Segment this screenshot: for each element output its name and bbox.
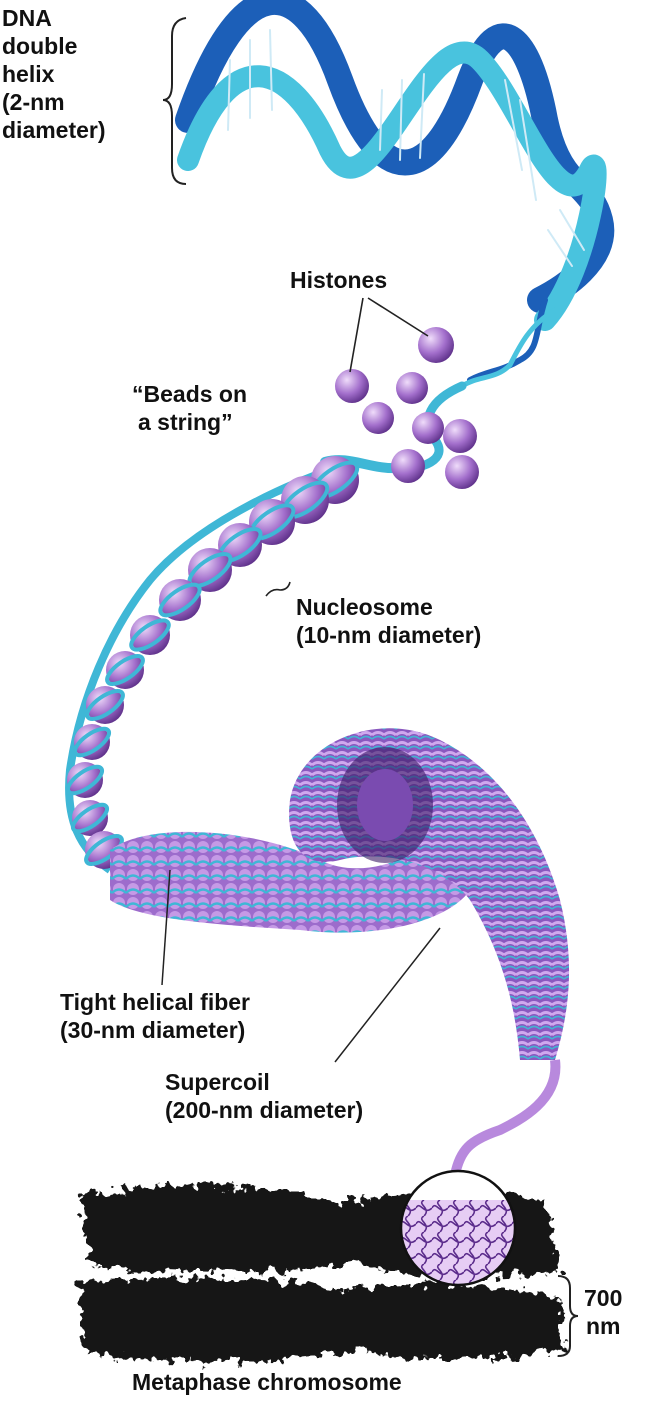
dna-label-line: (2-nm bbox=[2, 88, 106, 116]
fiber-label-line: Tight helical fiber bbox=[60, 988, 250, 1016]
supercoil-label: Supercoil (200-nm diameter) bbox=[165, 1068, 363, 1124]
histones-pointer bbox=[350, 298, 428, 372]
supercoil-pointer bbox=[335, 928, 440, 1062]
width-label-line: nm bbox=[584, 1312, 622, 1340]
metaphase-chromosome-label: Metaphase chromosome bbox=[132, 1368, 402, 1396]
beads-label-line: “Beads on bbox=[132, 380, 247, 408]
dna-label-line: DNA bbox=[2, 4, 106, 32]
dna-double-helix bbox=[188, 2, 601, 386]
fiber-label-line: (30-nm diameter) bbox=[60, 1016, 250, 1044]
supercoil-label-line: (200-nm diameter) bbox=[165, 1096, 363, 1124]
dna-label-line: double bbox=[2, 32, 106, 60]
dna-label-line: helix bbox=[2, 60, 106, 88]
histones-label: Histones bbox=[290, 266, 387, 294]
nucleosome-label-line: Nucleosome bbox=[296, 593, 481, 621]
chromosome-width-label: 700 nm bbox=[584, 1284, 622, 1340]
width-label-line: 700 bbox=[584, 1284, 622, 1312]
dna-double-helix-label: DNA double helix (2-nm diameter) bbox=[2, 4, 106, 144]
beads-on-string-label: “Beads on a string” bbox=[132, 380, 247, 436]
tight-helical-fiber-label: Tight helical fiber (30-nm diameter) bbox=[60, 988, 250, 1044]
supercoil-label-line: Supercoil bbox=[165, 1068, 363, 1096]
beads-label-line: a string” bbox=[132, 408, 247, 436]
nucleosome-label: Nucleosome (10-nm diameter) bbox=[296, 593, 481, 649]
dna-label-line: diameter) bbox=[2, 116, 106, 144]
nucleosome-bracket bbox=[266, 582, 290, 596]
nucleosome-label-line: (10-nm diameter) bbox=[296, 621, 481, 649]
